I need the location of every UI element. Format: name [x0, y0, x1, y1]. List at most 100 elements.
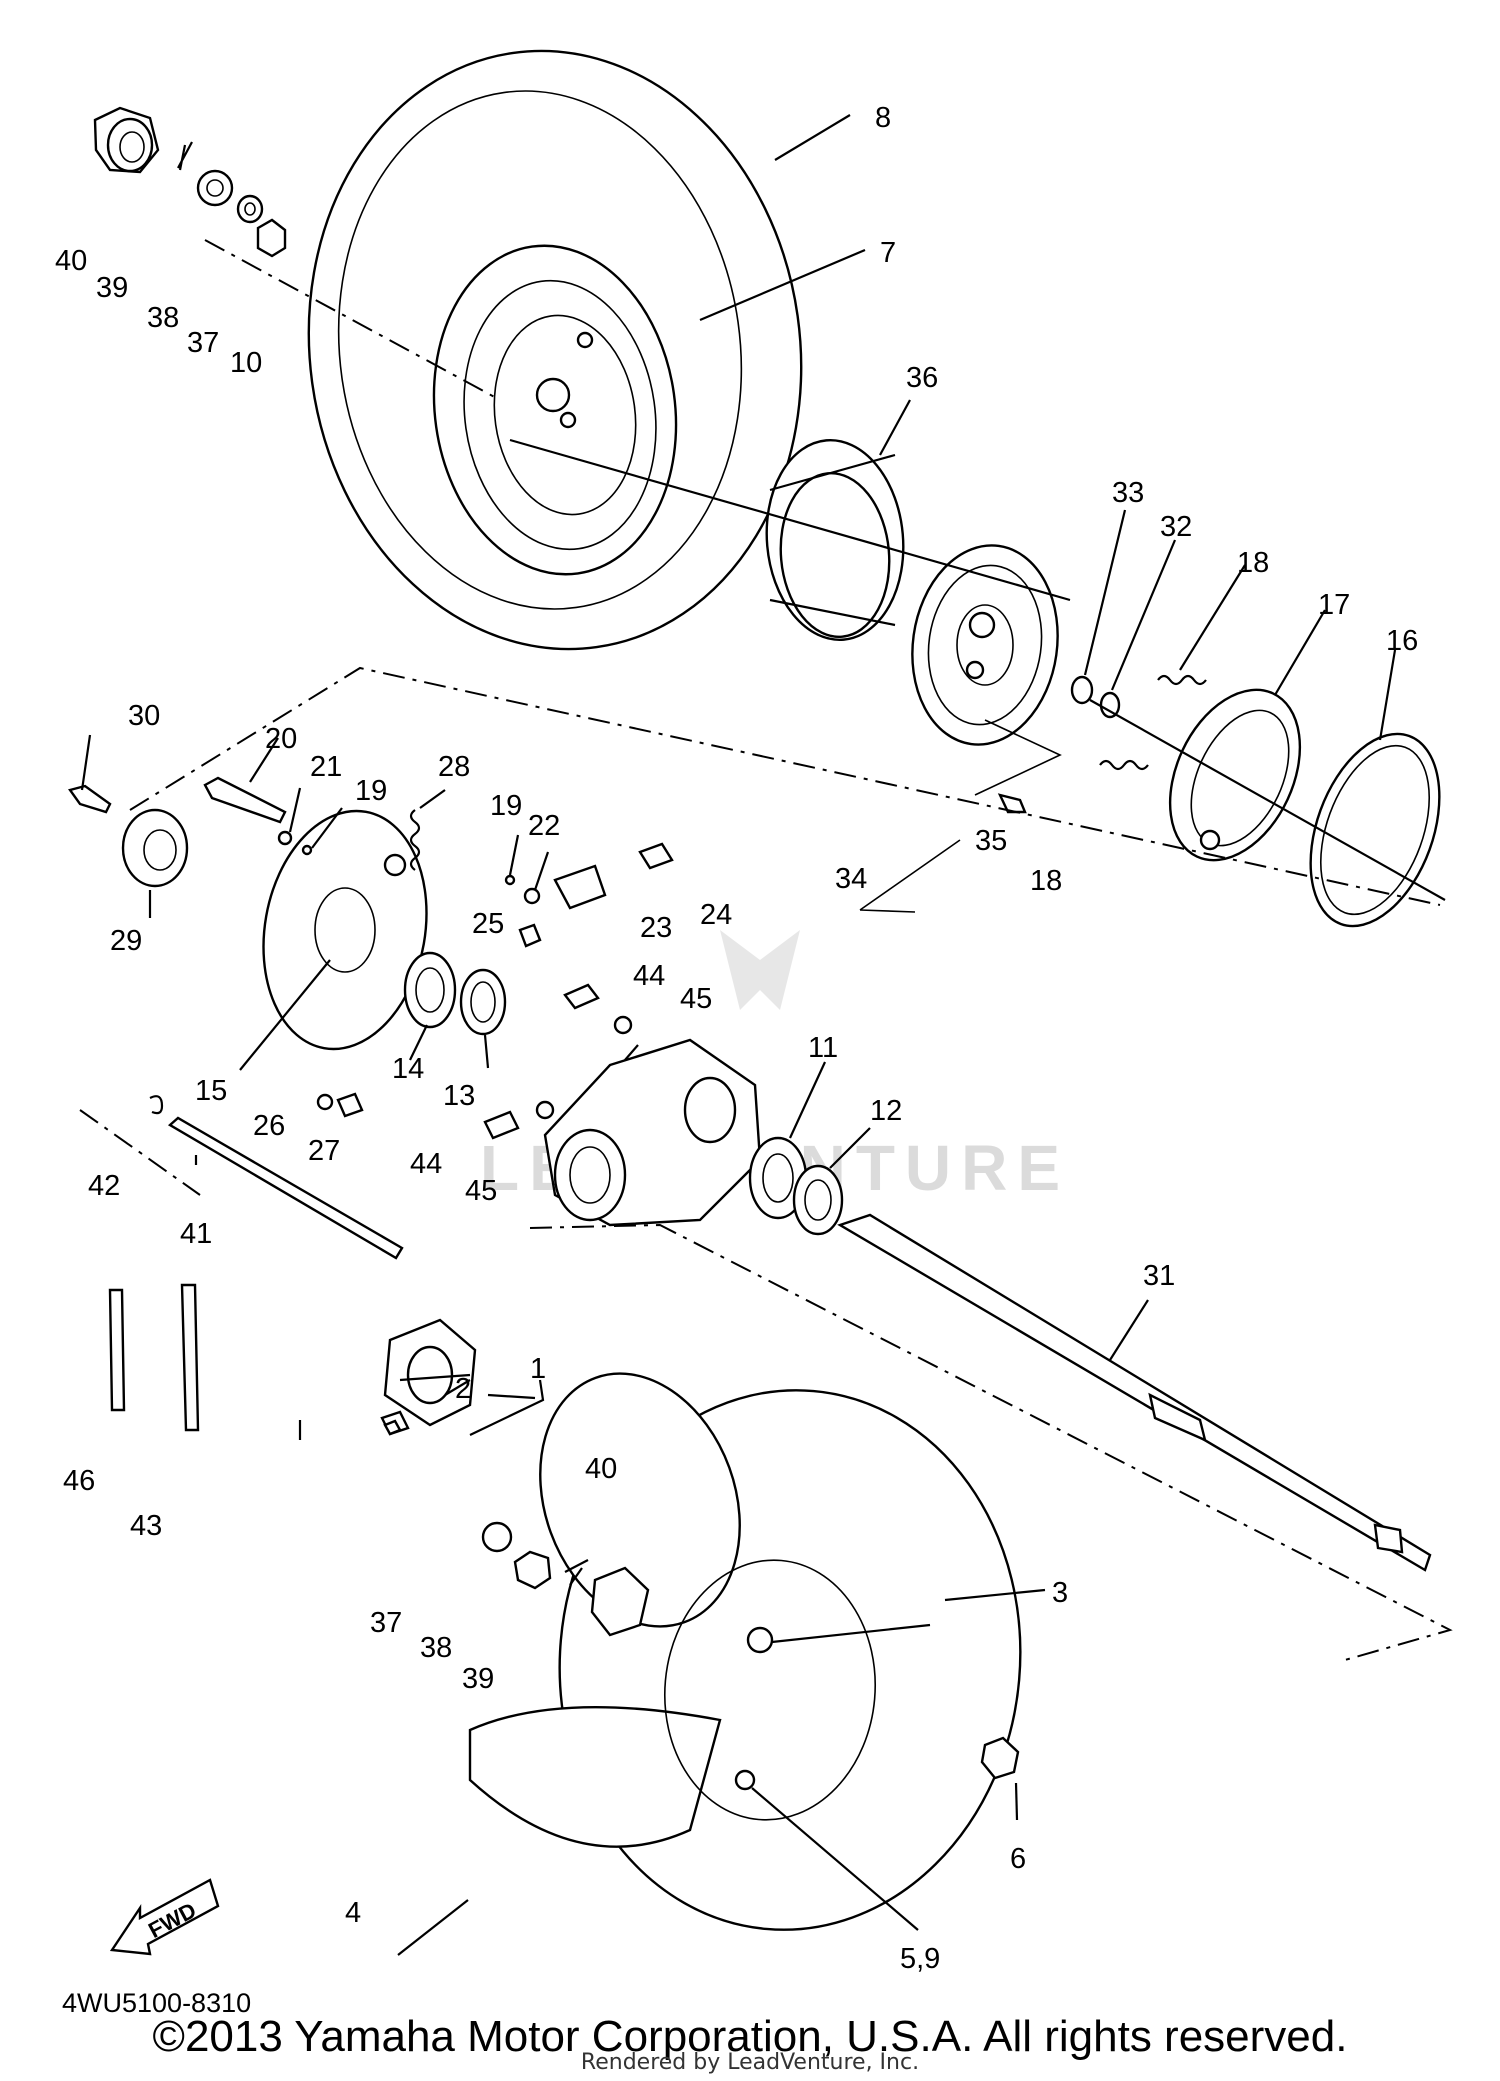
diagram-code: 4WU5100-8310: [62, 1988, 251, 2018]
bolt-30: [68, 784, 112, 814]
pin-41: [167, 1116, 404, 1260]
callout-45-upper: 45: [680, 983, 712, 1015]
callout-1: 1: [530, 1353, 546, 1385]
callout-45-lower: 45: [465, 1175, 497, 1207]
callout-10: 10: [230, 347, 262, 379]
callout-3: 3: [1052, 1577, 1068, 1609]
callout-8: 8: [875, 102, 891, 134]
callout-34: 34: [835, 863, 867, 895]
brake-shoe-set: [1168, 688, 1302, 862]
callout-7: 7: [880, 237, 896, 269]
callout-19-left: 19: [355, 775, 387, 807]
o-ring-33: [1070, 675, 1094, 705]
rear-tire-upper: [307, 49, 803, 651]
spring-28: [409, 809, 421, 871]
rear-axle-31: [837, 1213, 1432, 1572]
callout-16: 16: [1386, 625, 1418, 657]
bolt-2: [383, 1419, 402, 1436]
callout-24: 24: [700, 899, 732, 931]
callout-31: 31: [1143, 1260, 1175, 1292]
callout-18-lower: 18: [1030, 865, 1062, 897]
callout-11: 11: [808, 1032, 838, 1064]
callout-18-upper: 18: [1237, 547, 1269, 579]
cable-tie-43: [180, 1283, 200, 1432]
bolt-24: [638, 842, 674, 870]
cable-tie-46: [108, 1288, 126, 1412]
o-ring-19b: [504, 874, 516, 886]
oil-seal-12: [792, 1164, 844, 1236]
bearing-14: [403, 951, 457, 1029]
bolt-35: [997, 793, 1027, 814]
bolt-44-upper: [563, 983, 600, 1010]
rear-tire-lower: [468, 1372, 1022, 1931]
callout-20: 20: [265, 723, 297, 755]
callout-19-right: 19: [490, 790, 522, 822]
brake-drum-hub: [911, 544, 1059, 746]
washer-22: [523, 887, 541, 905]
callout-32: 32: [1160, 511, 1192, 543]
callout-46: 46: [63, 1465, 95, 1497]
callout-27: 27: [308, 1135, 340, 1167]
callout-39-lower: 39: [462, 1663, 494, 1695]
seal-ring-16: [1309, 732, 1441, 928]
brake-panel-15: [262, 809, 428, 1051]
axle-nut-group-upper: [93, 106, 287, 258]
callout-6: 6: [1010, 1843, 1026, 1875]
callout-4: 4: [345, 1897, 361, 1929]
callout-43: 43: [130, 1510, 162, 1542]
assembly-boundary: [79, 666, 1453, 1661]
cotter-pin-39-lower: [564, 1559, 589, 1586]
rear-axle-housing: [543, 1038, 762, 1227]
callout-29: 29: [110, 925, 142, 957]
washer-26: [316, 1093, 334, 1111]
bolt-44-lower: [483, 1110, 520, 1140]
axis-line-upper: [204, 239, 501, 401]
brake-lever-23: [553, 864, 607, 910]
callout-23: 23: [640, 912, 672, 944]
callout-30: 30: [128, 700, 160, 732]
leader-lines: [80, 114, 1397, 1956]
washer-45-lower: [535, 1100, 555, 1120]
callout-39-upper: 39: [96, 272, 128, 304]
shaft-20: [203, 776, 287, 824]
callout-labels: 8 7 36 33 32 18 17 16 40 39 38 37 10 30 …: [55, 102, 1418, 1975]
brake-spring-lower: [1099, 759, 1149, 771]
nut-38-lower: [513, 1550, 552, 1590]
callout-44-upper: 44: [633, 960, 665, 992]
callout-28: 28: [438, 751, 470, 783]
callout-13: 13: [443, 1080, 475, 1112]
clip-42: [149, 1095, 164, 1115]
washer-37-lower: [481, 1521, 513, 1553]
callout-15: 15: [195, 1075, 227, 1107]
callout-35: 35: [975, 825, 1007, 857]
washer-21: [277, 830, 293, 846]
callout-5-9: 5,9: [900, 1943, 940, 1975]
callout-37-upper: 37: [187, 327, 219, 359]
nut-25: [518, 923, 542, 948]
oil-seal-13: [459, 968, 507, 1036]
leader-lines-upper: [509, 438, 1446, 901]
callout-38-lower: 38: [420, 1632, 452, 1664]
o-ring-19a: [301, 844, 313, 856]
callout-2: 2: [455, 1373, 471, 1405]
callout-17: 17: [1318, 589, 1350, 621]
wheel-nut-6: [980, 1736, 1020, 1780]
callout-33: 33: [1112, 477, 1144, 509]
callout-14: 14: [392, 1053, 424, 1085]
callout-36: 36: [906, 362, 938, 394]
callout-21: 21: [310, 751, 342, 783]
callout-42: 42: [88, 1170, 120, 1202]
callout-37-lower: 37: [370, 1607, 402, 1639]
callout-12: 12: [870, 1095, 902, 1127]
brake-spring-upper: [1157, 674, 1207, 686]
callout-38-upper: 38: [147, 302, 179, 334]
copyright-notice: ©2013 Yamaha Motor Corporation, U.S.A. A…: [152, 2012, 1348, 2061]
axle-nut-40-lower: [590, 1566, 650, 1637]
brake-drum-cover: [765, 439, 905, 641]
callout-40-upper: 40: [55, 245, 87, 277]
rendered-by-notice: Rendered by LeadVenture, Inc.: [580, 2050, 920, 2075]
cover-29: [121, 808, 189, 888]
bolt-27: [336, 1092, 364, 1118]
callout-41: 41: [180, 1218, 212, 1250]
